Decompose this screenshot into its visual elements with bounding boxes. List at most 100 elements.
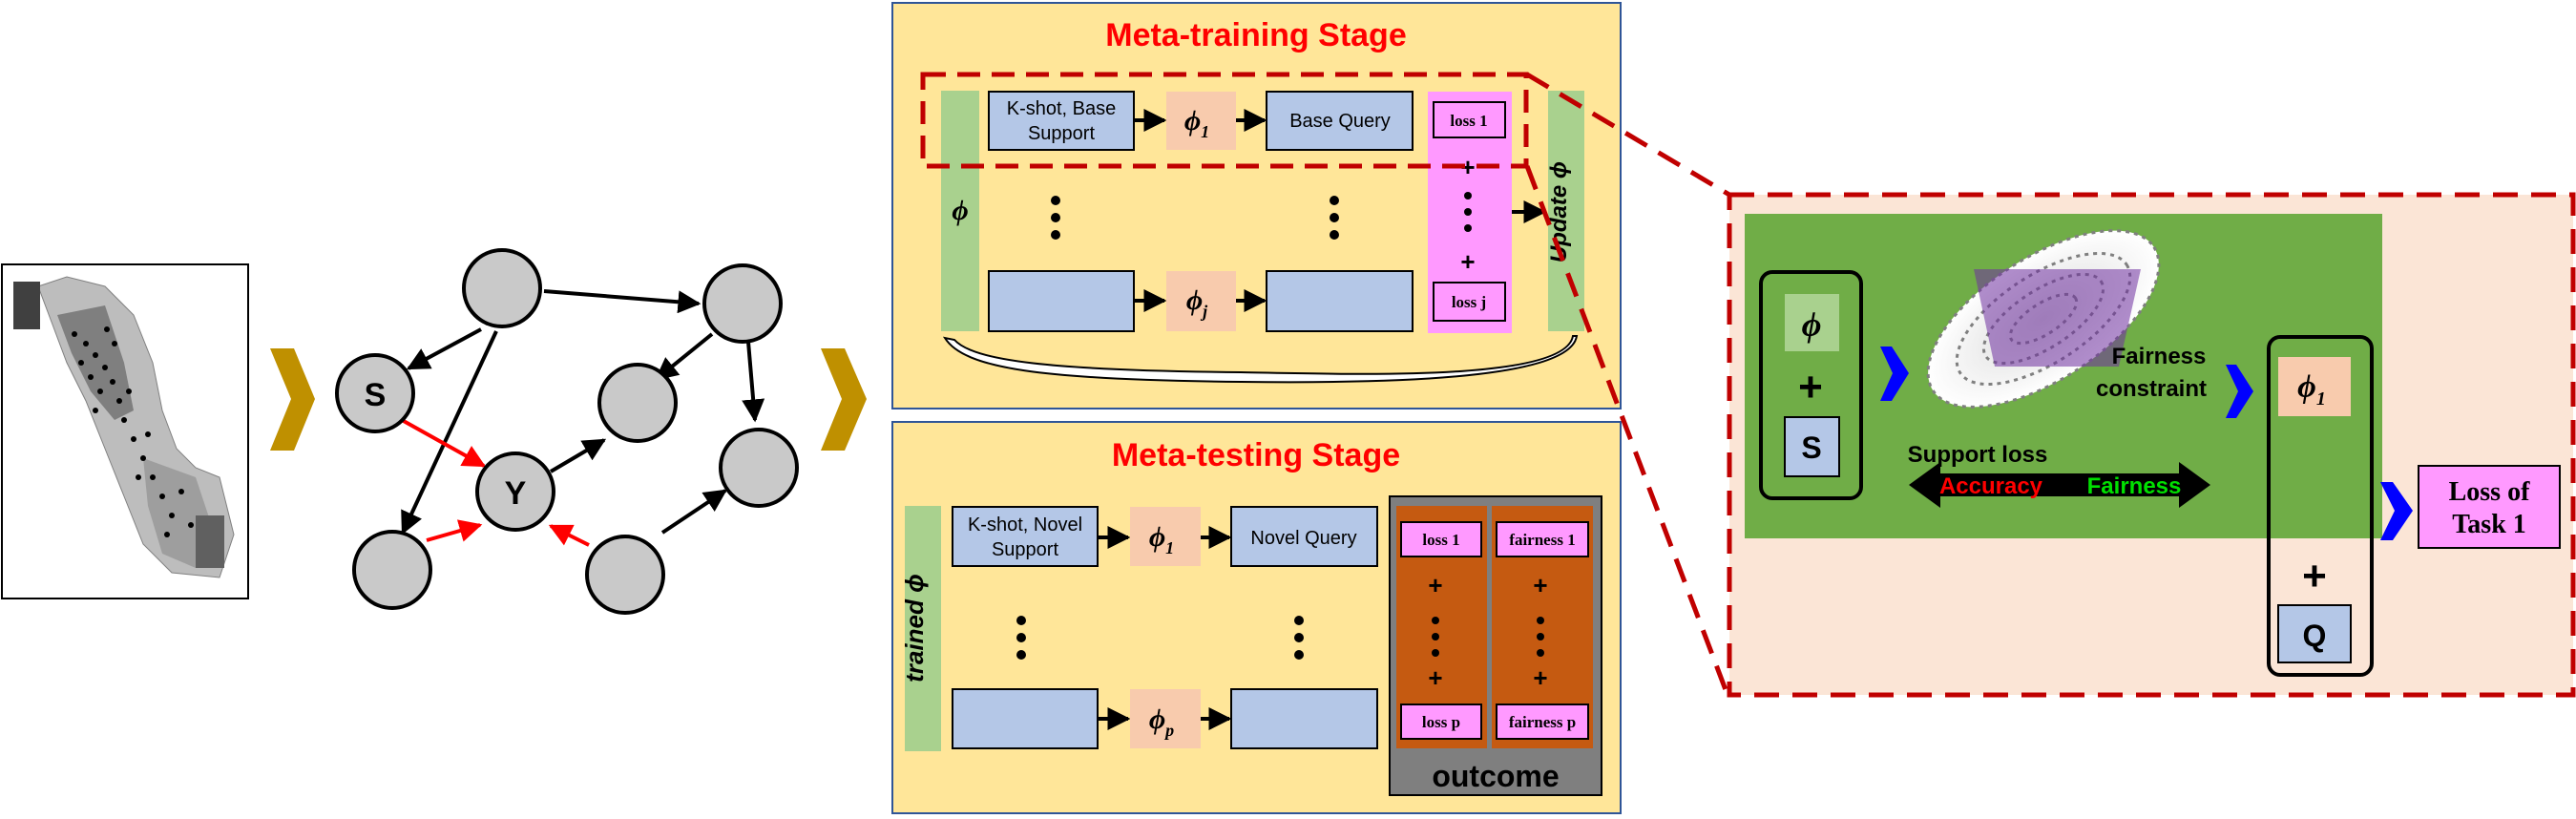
phi1-symbol-detail: ϕ <box>2297 369 2316 405</box>
meta-testing-panel: Meta-testing Stage trained ϕ K-shot, Nov… <box>891 421 1622 814</box>
phij-box <box>1166 271 1236 331</box>
blue-arrow <box>1880 346 1909 401</box>
loss-of-task-label: Task 1 <box>2452 510 2526 539</box>
fairness-constraint-label: Fairness <box>2112 344 2207 369</box>
q-label: Q <box>2303 619 2327 653</box>
outcome-label: outcome <box>1432 759 1559 793</box>
graph-node <box>462 248 542 328</box>
phi-box <box>1785 294 1839 351</box>
s-label: S <box>1801 430 1821 465</box>
loss-dots <box>1464 192 1472 232</box>
test-phi1-subscript: 1 <box>1165 538 1174 557</box>
phi-bar <box>941 91 979 331</box>
update-bar <box>1548 91 1584 331</box>
zoom-connector-top <box>1525 72 1731 198</box>
loss-1-label: loss 1 <box>1450 112 1487 130</box>
phip-symbol: ϕ <box>1149 704 1165 735</box>
plus-sign: + <box>1428 571 1442 599</box>
causal-graph <box>401 289 765 547</box>
plus-sign: + <box>1460 247 1475 276</box>
novel-support-label: Support <box>992 539 1058 560</box>
svg-text:ϕp: ϕp <box>1149 704 1174 740</box>
gold-arrow-1 <box>270 348 315 451</box>
task-detail-panel: ϕ + S Fairness constraint Support loss A… <box>1727 192 2576 698</box>
phij-symbol: ϕ <box>1186 284 1203 316</box>
phi-bar-label: ϕ <box>952 195 968 226</box>
blue-arrow <box>2380 482 2413 540</box>
phi1-box-detail <box>2278 357 2351 416</box>
fairness-1-label: fairness 1 <box>1509 531 1575 549</box>
query-box-p <box>1230 688 1378 749</box>
phi1-symbol: ϕ <box>1184 105 1201 136</box>
fairness-p-box <box>1496 704 1589 740</box>
plus-sign: + <box>1533 663 1547 692</box>
gold-arrow-2 <box>821 348 867 451</box>
test-phi1-symbol: ϕ <box>1149 521 1165 553</box>
query-box-j <box>1266 270 1414 332</box>
phi1-subscript: 1 <box>1201 122 1209 141</box>
trained-phi-bar <box>905 506 941 751</box>
plus-sign: + <box>1533 571 1547 599</box>
outcome-dots <box>1432 617 1544 657</box>
test-loss-p-label: loss p <box>1422 713 1460 731</box>
support-box-label: Support <box>1028 123 1095 144</box>
feedback-curve <box>942 335 1579 384</box>
phi1-subscript-detail: 1 <box>2316 388 2326 410</box>
zoom-connector-bottom <box>1524 165 1730 696</box>
loss-j-label: loss j <box>1452 293 1486 311</box>
phi1-box <box>1166 92 1236 150</box>
svg-text:ϕj: ϕj <box>1186 284 1208 321</box>
svg-text:ϕ1: ϕ1 <box>1184 105 1209 141</box>
base-query-box <box>1266 91 1414 151</box>
test-phi1-box <box>1130 507 1201 566</box>
fairness-label: Fairness <box>2087 473 2182 499</box>
vertical-dots <box>1051 196 1339 240</box>
fairness-1-box <box>1496 521 1589 557</box>
phi1-q-group <box>2267 335 2374 677</box>
loss-landscape <box>1926 229 2161 409</box>
phi-symbol: ϕ <box>1802 305 1822 344</box>
blue-arrow <box>2226 365 2253 418</box>
accuracy-label: Accuracy <box>1939 473 2043 499</box>
graph-node <box>597 363 678 443</box>
loss-of-task-box <box>2418 465 2561 549</box>
graph-node-y <box>475 452 555 532</box>
vertical-dots <box>1016 616 1304 660</box>
plus-sign: + <box>2302 553 2327 599</box>
node-y-label: Y <box>505 475 527 512</box>
novel-query-label: Novel Query <box>1250 528 1356 549</box>
graph-node-s <box>335 353 415 433</box>
q-box <box>2277 604 2352 663</box>
test-loss-1-box <box>1400 521 1482 557</box>
meta-testing-title: Meta-testing Stage <box>1112 437 1400 473</box>
graph-node <box>702 263 783 344</box>
loss-1-box <box>1433 101 1506 138</box>
plus-sign: + <box>1460 153 1475 181</box>
loss-of-task-label: Loss of <box>2449 477 2530 507</box>
trained-phi-label: trained ϕ <box>900 574 929 682</box>
base-query-label: Base Query <box>1289 111 1391 132</box>
phip-box <box>1130 689 1201 748</box>
test-loss-1-label: loss 1 <box>1422 531 1459 549</box>
novel-support-box <box>952 506 1099 567</box>
novel-support-label: K-shot, Novel <box>968 514 1082 536</box>
meta-training-panel: Meta-training Stage ϕ K-shot, Base Suppo… <box>891 2 1622 410</box>
accuracy-fairness-arrow <box>1909 462 2210 508</box>
fairness-constraint-label: constraint <box>2096 376 2207 402</box>
graph-node <box>719 428 799 508</box>
highlight-dashed-box <box>920 72 1529 169</box>
novel-query-box <box>1230 506 1378 567</box>
svg-text:ϕ1: ϕ1 <box>2297 369 2326 410</box>
node-s-label: S <box>365 377 387 413</box>
plus-sign: + <box>1428 663 1442 692</box>
plus-sign: + <box>1798 364 1823 410</box>
support-loss-label: Support loss <box>1908 442 2048 468</box>
city-map <box>1 263 249 599</box>
support-box-p <box>952 688 1099 749</box>
graph-node <box>585 535 665 615</box>
s-box <box>1784 416 1840 477</box>
support-box-j <box>988 270 1135 332</box>
support-box-label: K-shot, Base <box>1007 98 1117 119</box>
fairness-p-label: fairness p <box>1509 713 1576 731</box>
